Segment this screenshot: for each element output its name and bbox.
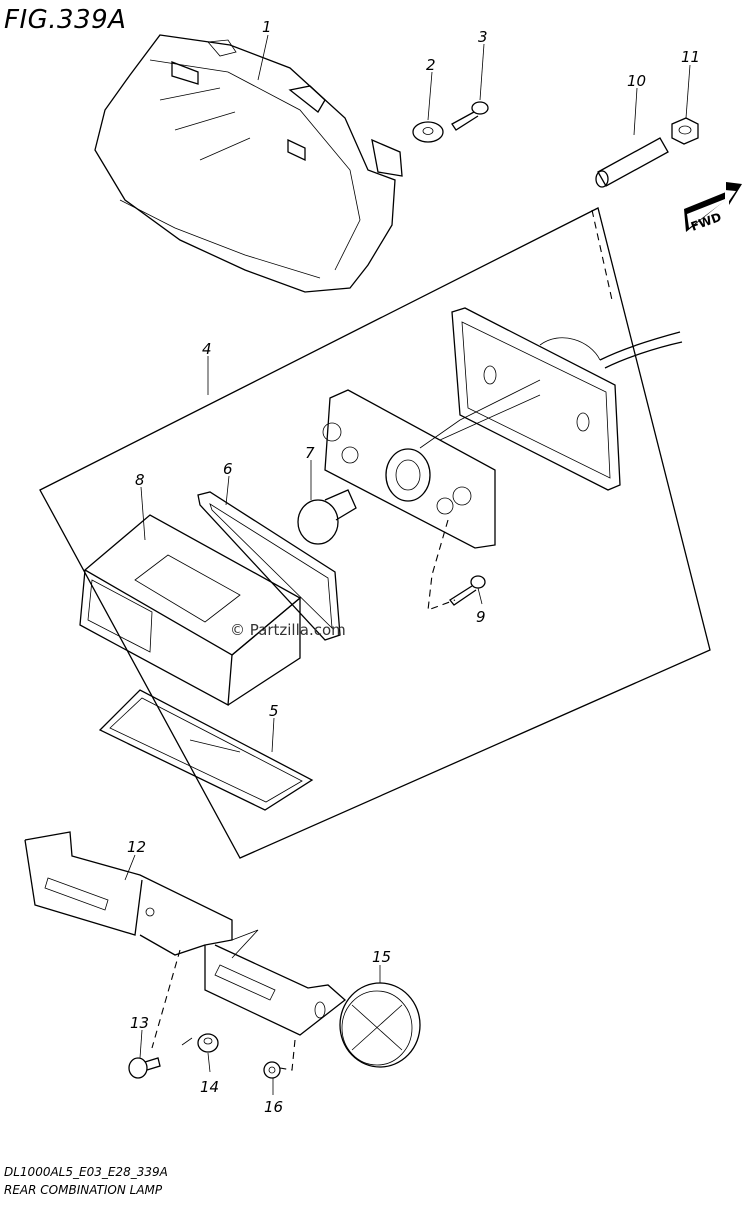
bolt bbox=[128, 1057, 161, 1079]
lens-panel bbox=[98, 689, 314, 811]
grommet bbox=[181, 1033, 219, 1053]
part-number-13: 13 bbox=[130, 1014, 149, 1032]
part-number-7: 7 bbox=[305, 444, 315, 462]
figure-caption: REAR COMBINATION LAMP bbox=[4, 1183, 163, 1197]
part-number-2: 2 bbox=[426, 56, 436, 74]
part-number-8: 8 bbox=[135, 471, 145, 489]
leader-lines bbox=[124, 34, 691, 1095]
washer bbox=[412, 121, 444, 143]
screw bbox=[451, 101, 489, 131]
collar bbox=[595, 137, 669, 188]
part-number-5: 5 bbox=[269, 702, 279, 720]
bulb bbox=[297, 489, 357, 545]
socket-plate bbox=[322, 379, 541, 549]
gasket bbox=[197, 491, 341, 641]
lamp-lens bbox=[79, 514, 302, 707]
model-code: DL1000AL5_E03_E28_339A bbox=[4, 1165, 168, 1179]
mounting-bracket bbox=[24, 831, 347, 1036]
reflector bbox=[339, 982, 421, 1068]
part-number-1: 1 bbox=[262, 18, 272, 36]
part-number-14: 14 bbox=[200, 1078, 219, 1096]
screw-lower bbox=[449, 575, 486, 606]
fwd-arrow-icon: FWD bbox=[684, 182, 742, 234]
figure-title: FIG.339A bbox=[4, 5, 126, 35]
part-number-3: 3 bbox=[478, 28, 488, 46]
part-number-11: 11 bbox=[681, 48, 700, 66]
part-number-10: 10 bbox=[627, 72, 646, 90]
license-lamp-base bbox=[451, 307, 683, 491]
assembly-boundary bbox=[39, 207, 711, 859]
nut bbox=[671, 117, 699, 145]
small-nut bbox=[263, 1061, 281, 1079]
part-number-15: 15 bbox=[372, 948, 391, 966]
part-number-12: 12 bbox=[127, 838, 146, 856]
part-number-16: 16 bbox=[264, 1098, 283, 1116]
part-number-9: 9 bbox=[476, 608, 486, 626]
tail-lamp-housing bbox=[94, 34, 403, 293]
part-number-6: 6 bbox=[223, 460, 233, 478]
watermark: © Partzilla.com bbox=[230, 621, 346, 639]
part-number-4: 4 bbox=[202, 340, 212, 358]
